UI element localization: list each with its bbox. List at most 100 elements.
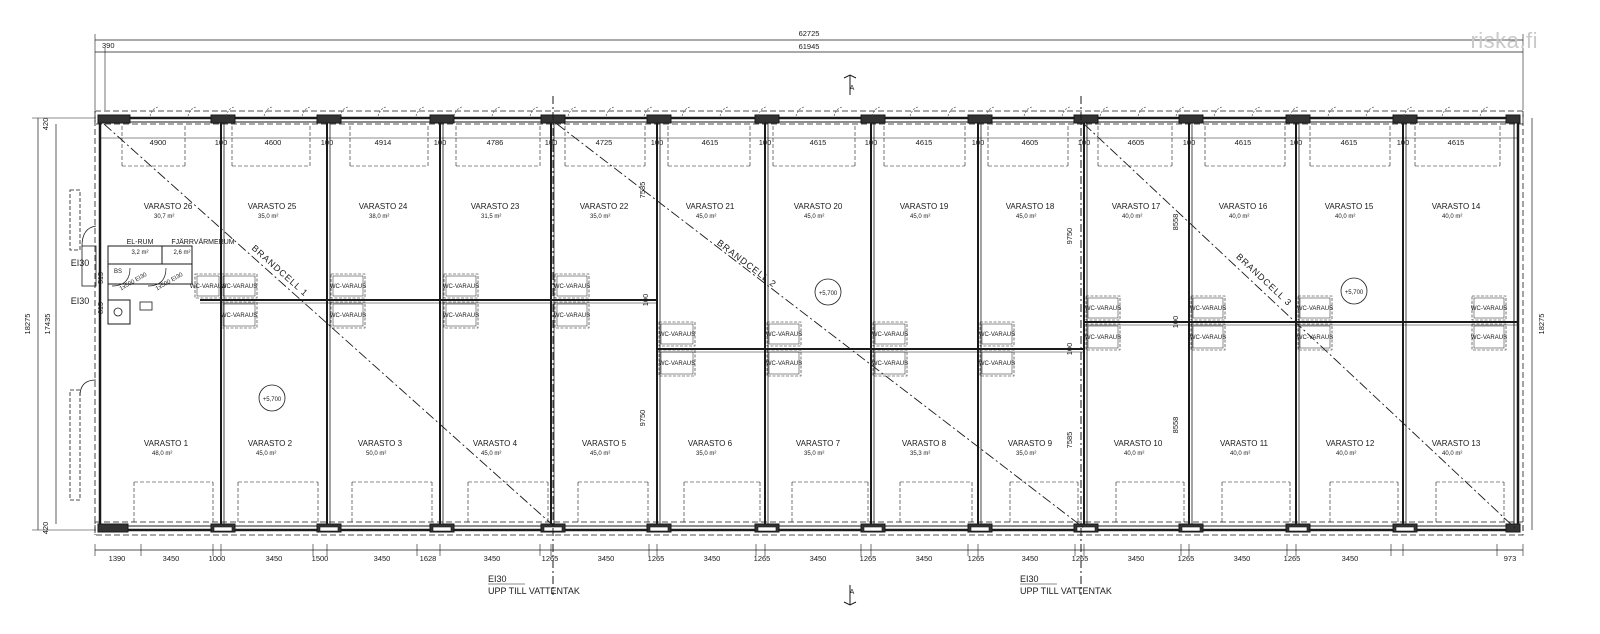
dim-inner-label: 61945 — [799, 42, 820, 51]
door-swing-mark — [757, 106, 768, 117]
building-geometry — [32, 34, 1533, 606]
fire-note-1-line2: UPP TILL VATTENTAK — [488, 586, 580, 596]
door-swing-mark — [301, 106, 312, 117]
corner-col-br — [1505, 523, 1521, 533]
wc-box-inner — [445, 275, 477, 297]
door-swing-mark — [719, 106, 730, 117]
dim-bottom: 1265 — [968, 554, 985, 563]
wc-box — [443, 301, 479, 329]
wc-box-inner — [1299, 297, 1331, 319]
wc-box-inner — [874, 323, 906, 345]
wc-box-inner — [1473, 297, 1505, 319]
wc-box-inner — [1299, 325, 1331, 349]
door-swing-mark — [567, 106, 578, 117]
wc-box-inner — [1087, 297, 1119, 319]
wc-box-inner — [1192, 297, 1224, 319]
door-arc-1 — [111, 267, 131, 287]
level-marker-label: +5,700 — [1345, 290, 1364, 296]
door-swing-mark — [263, 106, 274, 117]
dim-bottom: 1265 — [648, 554, 665, 563]
door-label-2: 1x500 EI30 — [155, 272, 185, 293]
brandcell-label-2: BRANDCELL 2 — [715, 238, 778, 290]
dim-bottom: 3450 — [1022, 554, 1039, 563]
wc-box — [872, 321, 908, 347]
dim-bottom: 3450 — [1234, 554, 1251, 563]
dim-right-label: 18275 — [1537, 314, 1546, 335]
wc-box — [766, 321, 802, 347]
room-name-bottom: VARASTO 10 — [1114, 439, 1163, 448]
corner-col-tl — [97, 114, 131, 124]
wc-box — [658, 321, 696, 347]
room-area-bottom: 45,0 m² — [256, 451, 276, 457]
door-swing-mark — [529, 106, 540, 117]
corner-col-tr — [1505, 114, 1521, 124]
wc-varaus-label: WC-VARAUS — [872, 332, 908, 338]
wc-varaus-label: WC-VARAUS — [1297, 306, 1333, 312]
dim-room-top: 4786 — [487, 138, 504, 147]
wc-box-inner — [196, 275, 220, 297]
wc-box-inner — [660, 351, 694, 375]
dim-left-bottom-small: 420 — [41, 522, 50, 535]
door-swing-mark — [1213, 106, 1224, 117]
door-swing-mark — [149, 106, 160, 117]
room-name-top: VARASTO 23 — [471, 202, 520, 211]
section-arrow-bottom — [843, 585, 857, 606]
dim-bottom: 1390 — [109, 554, 126, 563]
room-name-top: VARASTO 22 — [580, 202, 629, 211]
room-area-bottom: 40,0 m² — [1230, 451, 1250, 457]
room-name-bottom: VARASTO 2 — [248, 439, 293, 448]
room-name-top: VARASTO 25 — [248, 202, 297, 211]
wc-varaus-label: WC-VARAUS — [190, 284, 226, 290]
level-marker-circle — [258, 384, 286, 412]
door-swing-mark — [909, 106, 920, 117]
room-name-top: VARASTO 17 — [1112, 202, 1161, 211]
room-name-bottom: VARASTO 6 — [688, 439, 733, 448]
brandcell-label-1: BRANDCELL 1 — [250, 243, 310, 299]
dim-bottom: 1265 — [1072, 554, 1089, 563]
section-marker-top: A — [850, 85, 855, 92]
wc-box — [220, 301, 258, 329]
column-top — [754, 114, 780, 124]
wc-box-inner — [768, 323, 800, 345]
wc-varaus-label: WC-VARAUS — [1085, 306, 1121, 312]
level-marker-circle — [1340, 277, 1368, 305]
wc-box — [554, 301, 590, 329]
wc-varaus-label: WC-VARAUS — [1471, 306, 1507, 312]
column-top — [316, 114, 342, 124]
room-name-top: VARASTO 21 — [686, 202, 735, 211]
dim-room-top: 4615 — [1448, 138, 1465, 147]
wc-box — [766, 349, 802, 377]
el-rum-label: EL-RUM — [127, 239, 154, 246]
door-swing-mark — [985, 106, 996, 117]
dim-7585-bottom: 7585 — [1065, 432, 1074, 449]
room-area-top: 45,0 m² — [696, 214, 716, 220]
dim-bottom: 1265 — [1284, 554, 1301, 563]
dim-room-top: 100 — [651, 138, 664, 147]
wc-box — [979, 321, 1015, 347]
brandcell-label-3: BRANDCELL 3 — [1234, 252, 1294, 309]
door-swing-mark — [491, 106, 502, 117]
room-area-top: 40,0 m² — [1229, 214, 1249, 220]
wc-box — [1085, 295, 1121, 321]
room-area-top: 31,5 m² — [481, 214, 501, 220]
door-swing-mark — [833, 106, 844, 117]
dim-room-top: 4605 — [1022, 138, 1039, 147]
wc-box-inner — [445, 303, 477, 327]
room-area-top: 40,0 m² — [1335, 214, 1355, 220]
level-marker-label: +5,700 — [263, 397, 282, 403]
door-swing-mark — [1365, 106, 1376, 117]
column-top — [1178, 114, 1204, 124]
column-plinth — [649, 526, 669, 532]
wc-box — [443, 273, 479, 299]
wc-box-inner — [1087, 325, 1119, 349]
ext-door-arc-2 — [81, 225, 97, 247]
sink-icon — [139, 301, 153, 311]
room-name-top: VARASTO 18 — [1006, 202, 1055, 211]
dim-room-top: 100 — [1078, 138, 1091, 147]
wc-varaus-label: WC-VARAUS — [221, 284, 257, 290]
dim-bottom: 1500 — [312, 554, 329, 563]
room-area-bottom: 40,0 m² — [1124, 451, 1144, 457]
wc-box-inner — [222, 275, 256, 297]
column-plinth — [1288, 526, 1308, 532]
